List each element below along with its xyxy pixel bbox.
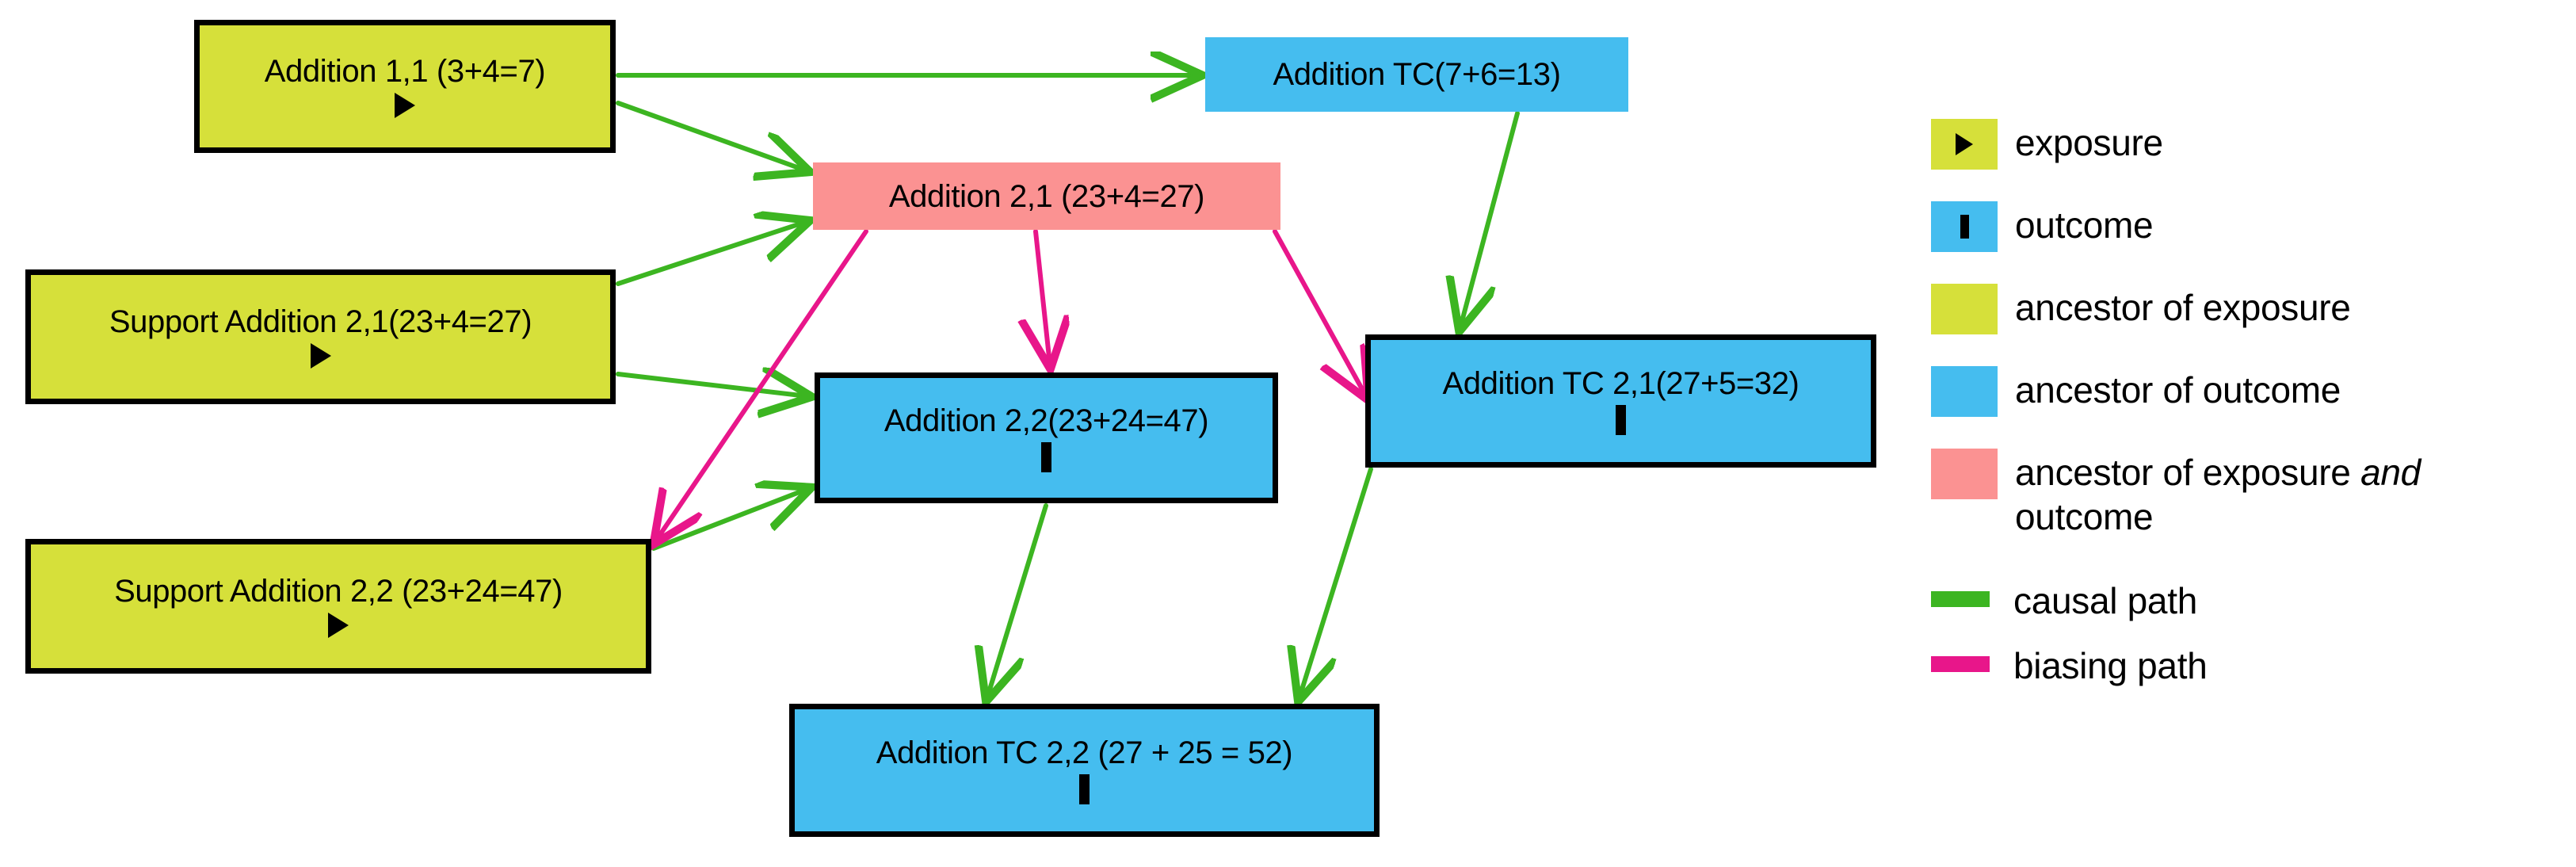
node-label: Addition TC 2,2 (27 + 25 = 52) bbox=[876, 735, 1293, 770]
legend-item: causal path bbox=[1931, 577, 2565, 623]
legend-item-label: exposure bbox=[2015, 122, 2163, 163]
edge-addtc21-to-addtc22 bbox=[1299, 467, 1373, 697]
legend-item: exposure bbox=[1931, 119, 2565, 170]
node-label: Addition 2,2(23+24=47) bbox=[883, 403, 1209, 438]
legend-item: ancestor of exposure bbox=[1931, 284, 2565, 334]
legend-line-swatch bbox=[1931, 591, 1990, 608]
legend-color-swatch bbox=[1931, 284, 1998, 334]
outcome-bar-icon bbox=[1041, 441, 1051, 472]
graph-node-addtc[interactable]: Addition TC(7+6=13) bbox=[1205, 37, 1628, 112]
outcome-bar-icon bbox=[1079, 774, 1090, 804]
graph-node-supp22[interactable]: Support Addition 2,2 (23+24=47) bbox=[25, 539, 651, 674]
legend-color-swatch bbox=[1931, 366, 1998, 417]
node-label: Addition TC 2,1(27+5=32) bbox=[1442, 366, 1799, 401]
exposure-triangle-icon bbox=[1956, 133, 1973, 155]
graph-node-supp21[interactable]: Support Addition 2,1(23+4=27) bbox=[25, 269, 616, 404]
exposure-triangle-icon bbox=[395, 93, 415, 118]
graph-node-add11[interactable]: Addition 1,1 (3+4=7) bbox=[194, 20, 616, 153]
edge-add21-to-add22 bbox=[1036, 229, 1050, 365]
legend: exposure outcome ancestor of exposure ances… bbox=[1931, 119, 2565, 707]
edge-supp22-to-add22 bbox=[651, 489, 807, 551]
legend-color-swatch bbox=[1931, 119, 1998, 170]
exposure-triangle-icon bbox=[328, 613, 349, 638]
legend-item-label: ancestor of exposure and outcome bbox=[2015, 452, 2421, 538]
node-label: Addition TC(7+6=13) bbox=[1273, 57, 1561, 92]
legend-line-swatch bbox=[1931, 656, 1990, 673]
node-label: Addition 2,1 (23+4=27) bbox=[888, 178, 1205, 214]
edge-add22-to-addtc22 bbox=[987, 503, 1048, 697]
node-label: Support Addition 2,1(23+4=27) bbox=[109, 304, 532, 339]
legend-color-swatch bbox=[1931, 201, 1998, 252]
legend-item-label: ancestor of exposure bbox=[2015, 287, 2351, 328]
graph-node-addtc22[interactable]: Addition TC 2,2 (27 + 25 = 52) bbox=[789, 704, 1380, 837]
graph-node-add21[interactable]: Addition 2,1 (23+4=27) bbox=[813, 162, 1280, 230]
edge-supp21-to-add21 bbox=[616, 222, 806, 286]
legend-item-label: outcome bbox=[2015, 204, 2154, 246]
node-label: Support Addition 2,2 (23+24=47) bbox=[114, 574, 563, 609]
edge-add11-to-add21 bbox=[616, 101, 806, 170]
edge-add21-to-addtc21 bbox=[1273, 229, 1366, 396]
outcome-bar-icon bbox=[1960, 215, 1969, 239]
node-label: Addition 1,1 (3+4=7) bbox=[264, 54, 546, 89]
legend-item: ancestor of outcome bbox=[1931, 366, 2565, 417]
legend-item-label: causal path bbox=[2013, 580, 2197, 622]
graph-node-add22[interactable]: Addition 2,2(23+24=47) bbox=[815, 372, 1278, 503]
outcome-bar-icon bbox=[1616, 405, 1626, 435]
legend-color-swatch bbox=[1931, 449, 1998, 499]
graph-node-addtc21[interactable]: Addition TC 2,1(27+5=32) bbox=[1365, 334, 1876, 468]
legend-item: biasing path bbox=[1931, 642, 2565, 688]
legend-item-label: biasing path bbox=[2013, 645, 2208, 687]
edge-addtc-to-addtc21 bbox=[1460, 111, 1520, 327]
legend-item: outcome bbox=[1931, 201, 2565, 252]
legend-item-label: ancestor of outcome bbox=[2015, 369, 2341, 411]
legend-item: ancestor of exposure and outcome bbox=[1931, 449, 2565, 539]
exposure-triangle-icon bbox=[310, 343, 331, 369]
edge-supp21-to-add22 bbox=[616, 374, 807, 396]
